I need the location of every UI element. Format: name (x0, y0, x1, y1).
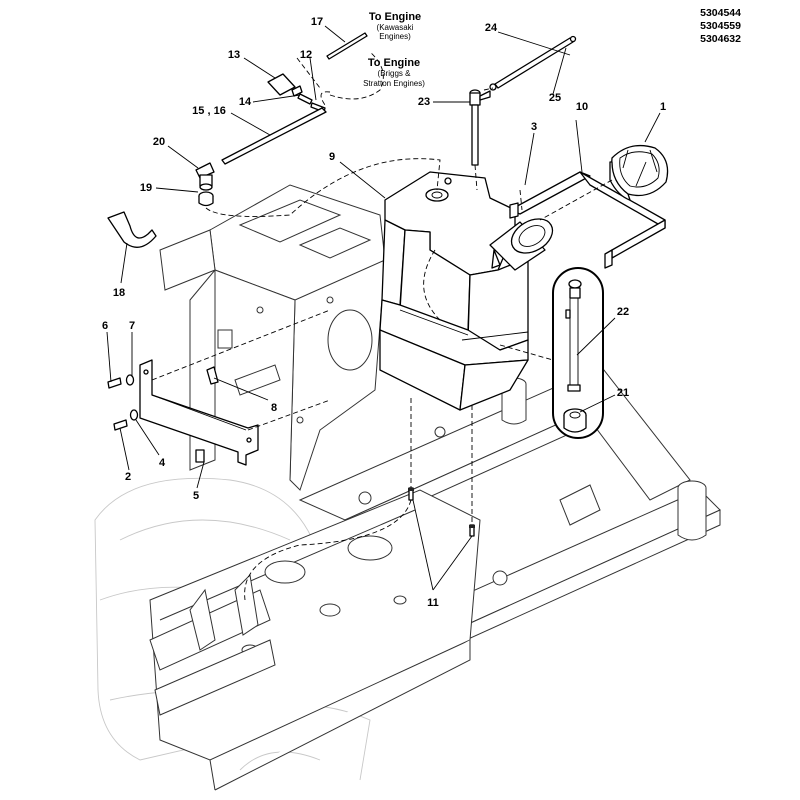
note-line: Stratton Engines) (363, 79, 425, 88)
note-line: (Kawasaki (377, 23, 414, 32)
callout-4: 4 (159, 457, 166, 469)
callout-24: 24 (485, 22, 498, 34)
callout-5: 5 (193, 490, 199, 502)
callout-14: 14 (239, 96, 252, 108)
callout-9: 9 (329, 151, 335, 163)
note-line: (Briggs & (378, 69, 412, 78)
mount-bracket (107, 359, 259, 466)
fuel-lines (221, 32, 577, 165)
callout-2: 2 (125, 471, 131, 483)
note-line: Engines) (379, 32, 411, 41)
leader-lines (106, 25, 661, 591)
hose-clip (107, 211, 157, 248)
callout-3: 3 (531, 121, 537, 133)
callout-19: 19 (140, 182, 152, 194)
callout-1: 1 (660, 101, 666, 113)
fuel-tank (379, 171, 554, 411)
model-number: 5304632 (700, 33, 741, 45)
shutoff-valve (195, 162, 215, 207)
assembly-lines (151, 51, 613, 601)
callout-22: 22 (617, 306, 629, 318)
note-briggs: To Engine (Briggs & Stratton Engines) (363, 57, 425, 88)
fuel-gauge-inset (552, 267, 604, 439)
chassis-outline (94, 364, 721, 791)
callout-8: 8 (271, 402, 277, 414)
fuel-pickup (469, 89, 491, 166)
callout-25: 25 (549, 92, 561, 104)
callout-18: 18 (113, 287, 125, 299)
fuel-cap (609, 144, 669, 201)
callout-17: 17 (311, 16, 323, 28)
callout-6: 6 (102, 320, 108, 332)
callout-11: 11 (427, 597, 439, 609)
note-kawasaki: To Engine (Kawasaki Engines) (369, 11, 421, 41)
callout-12: 12 (300, 49, 312, 61)
note-title: To Engine (368, 57, 420, 69)
model-numbers: 5304544 5304559 5304632 (700, 7, 741, 45)
callout-23: 23 (418, 96, 430, 108)
callout-21: 21 (617, 387, 629, 399)
callout-7: 7 (129, 320, 135, 332)
callout-15-16: 15 , 16 (192, 105, 226, 117)
model-number: 5304559 (700, 20, 741, 32)
callout-20: 20 (153, 136, 165, 148)
dash-tower (159, 184, 386, 491)
note-title: To Engine (369, 11, 421, 23)
callouts: 1 2 3 4 5 6 7 8 9 10 11 12 13 14 15 , 16… (102, 16, 666, 609)
callout-13: 13 (228, 49, 240, 61)
model-number: 5304544 (700, 7, 741, 19)
callout-10: 10 (576, 101, 588, 113)
